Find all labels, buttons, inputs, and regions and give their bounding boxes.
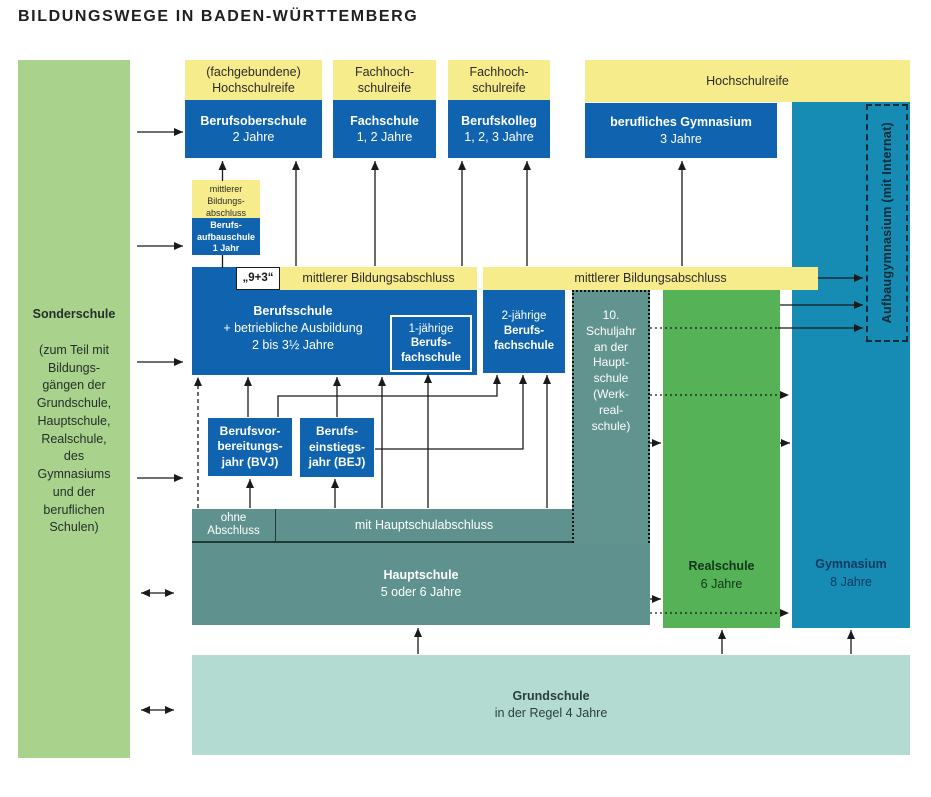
berufsschule-line3: 2 bis 3½ Jahre: [252, 337, 334, 352]
qualification-hochschulreife: Hochschulreife: [585, 60, 910, 102]
mittlerer-abschluss-bar-right: mittlerer Bildungsabschluss: [483, 267, 818, 290]
qualification-fachhochschulreife-1: Fachhoch- schulreife: [333, 60, 436, 100]
bfs1-line1: 1-jährige: [408, 322, 454, 335]
grundschule-box: Grundschule in der Regel 4 Jahre: [192, 655, 910, 755]
bfs2-line1: 2-jährige: [501, 310, 547, 323]
berufsschule-title: Berufsschule: [253, 304, 333, 318]
hauptschule-box: Hauptschule 5 oder 6 Jahre: [192, 543, 650, 625]
bej-box: Berufs- einstiegs- jahr (BEJ): [300, 418, 374, 477]
qualification-fachgebundene-hochschulreife: (fachgebundene) Hochschulreife: [185, 60, 322, 100]
mittlerer-abschluss-bar-left: „9+3“ mittlerer Bildungsabschluss: [236, 267, 477, 290]
realschule-column: [663, 290, 780, 628]
berufskolleg-duration: 1, 2, 3 Jahre: [464, 130, 534, 144]
page-title: BILDUNGSWEGE IN BADEN-WÜRTTEMBERG: [18, 8, 419, 25]
sonderschule-title: Sonderschule: [32, 307, 116, 321]
gymnasium-label: Gymnasium 8 Jahre: [792, 556, 910, 591]
realschule-label: Realschule 6 Jahre: [663, 558, 780, 593]
realschule-duration: 6 Jahre: [700, 576, 743, 591]
abschluss-bar: ohne Abschluss mit Hauptschulabschluss: [192, 509, 572, 543]
gymnasium-duration: 8 Jahre: [830, 574, 872, 589]
grundschule-duration: in der Regel 4 Jahre: [494, 706, 608, 720]
gymnasium-column: [792, 102, 910, 628]
gymnasium-title: Gymnasium: [815, 557, 887, 571]
arrow-bej-to-bfs2: [375, 375, 527, 450]
realschule-title: Realschule: [688, 559, 755, 573]
berufskolleg-title: Berufskolleg: [461, 113, 537, 128]
bfs1-title: Berufs- fachschule: [400, 337, 462, 364]
berufsoberschule-box: Berufsoberschule 2 Jahre: [185, 100, 322, 158]
mit-hauptschulabschluss-label: mit Hauptschulabschluss: [354, 518, 494, 532]
bfs2-title: Berufs- fachschule: [493, 325, 555, 352]
berufsoberschule-title: Berufsoberschule: [200, 113, 307, 128]
fachschule-title: Fachschule: [350, 113, 419, 128]
berufskolleg-box: Berufskolleg 1, 2, 3 Jahre: [448, 100, 550, 158]
mittlerer-abschluss-label-left: mittlerer Bildungsabschluss: [302, 271, 455, 286]
grundschule-title: Grundschule: [512, 688, 590, 703]
aufbaugymnasium-label: Aufbaugymnasium (mit Internat): [880, 122, 894, 324]
berufsfachschule-1-box: 1-jährige Berufs- fachschule: [390, 315, 472, 372]
berufliches-gymnasium-duration: 3 Jahre: [660, 131, 702, 146]
fachschule-box: Fachschule 1, 2 Jahre: [333, 100, 436, 158]
mittlerer-abschluss-mini-box: mittlerer Bildungs- abschluss: [192, 180, 260, 218]
hauptschule-duration: 5 oder 6 Jahre: [380, 585, 462, 599]
sonderschule-body: (zum Teil mit Bildungs- gängen der Grund…: [36, 342, 112, 535]
mittlerer-abschluss-label-right: mittlerer Bildungsabschluss: [574, 271, 727, 286]
sonderschule-box: Sonderschule (zum Teil mit Bildungs- gän…: [18, 60, 130, 758]
ohne-abschluss-label: ohne Abschluss: [192, 509, 276, 541]
fachschule-duration: 1, 2 Jahre: [356, 130, 413, 144]
berufsschule-line2: + betriebliche Ausbildung: [223, 320, 363, 335]
berufliches-gymnasium-title: berufliches Gymnasium: [610, 115, 752, 130]
nine-plus-three-badge: „9+3“: [236, 267, 280, 290]
berufsfachschule-2-box: 2-jährige Berufs- fachschule: [483, 290, 565, 373]
qualification-fachhochschulreife-2: Fachhoch- schulreife: [448, 60, 550, 100]
bvj-box: Berufsvor- bereitungs- jahr (BVJ): [208, 418, 292, 476]
berufsaufbauschule-box: Berufs- aufbauschule 1 Jahr: [192, 218, 260, 255]
berufsschule-label: Berufsschule + betriebliche Ausbildung 2…: [192, 303, 394, 354]
arrow-bvj-to-bfs2: [277, 375, 501, 417]
berufsoberschule-duration: 2 Jahre: [232, 130, 275, 144]
aufbaugymnasium-box: Aufbaugymnasium (mit Internat): [866, 104, 908, 342]
tenth-year-box: 10. Schuljahr an der Haupt- schule (Werk…: [572, 290, 650, 563]
hauptschule-title: Hauptschule: [383, 567, 459, 582]
berufliches-gymnasium-box: berufliches Gymnasium 3 Jahre: [585, 103, 777, 158]
